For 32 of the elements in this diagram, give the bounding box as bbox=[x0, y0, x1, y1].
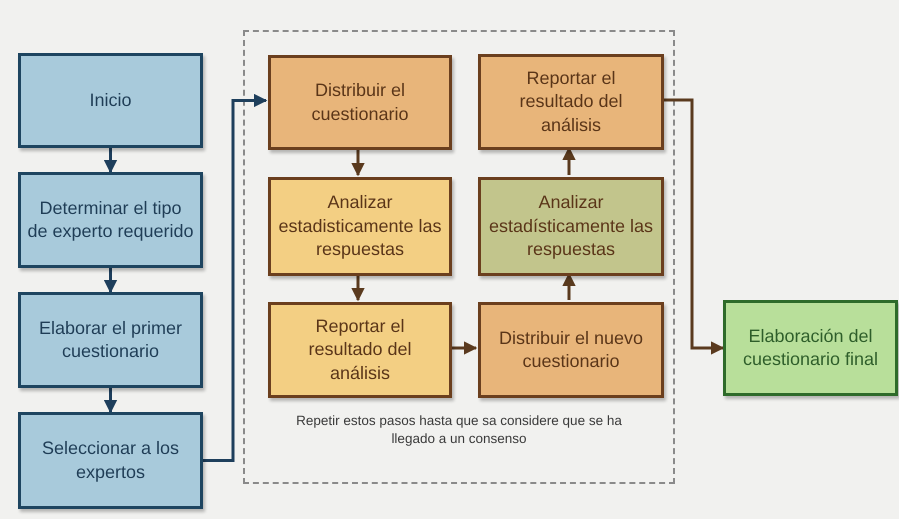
dashed-loop-frame bbox=[243, 30, 675, 484]
process-box bbox=[268, 302, 452, 398]
step-label: Reportar el resultado del análisis bbox=[518, 66, 624, 137]
arrow bbox=[104, 388, 118, 414]
step-label: Distribuir el nuevo cuestionario bbox=[498, 326, 644, 373]
arrow bbox=[351, 148, 365, 176]
arrow bbox=[351, 274, 365, 302]
process-box bbox=[723, 300, 898, 396]
arrow bbox=[104, 148, 118, 174]
process-box bbox=[268, 177, 452, 276]
step-label: Inicio bbox=[88, 88, 133, 112]
step-label: Distribuir el cuestionario bbox=[310, 79, 410, 126]
arrow bbox=[662, 98, 724, 355]
arrow bbox=[203, 94, 268, 462]
step-label: Determinar el tipo de experto requerido bbox=[26, 196, 195, 243]
step-label: Elaborar el primer cuestionario bbox=[38, 316, 184, 363]
step-label: Reportar el resultado del análisis bbox=[307, 314, 413, 385]
arrow bbox=[104, 268, 118, 294]
process-box bbox=[478, 54, 664, 150]
process-box bbox=[18, 172, 203, 268]
note-text: Repetir estos pasos hasta que sa considere que se ha llegado a un consenso bbox=[295, 412, 623, 448]
arrow bbox=[450, 341, 478, 355]
step-label: Analizar estadisticamente las respuestas bbox=[277, 191, 443, 262]
step-label: Elaboración del cuestionario final bbox=[742, 324, 880, 371]
step-label: Analizar estadísticamente las respuestas bbox=[488, 191, 654, 262]
process-box bbox=[478, 177, 664, 276]
process-box bbox=[478, 302, 664, 398]
process-box bbox=[18, 292, 203, 388]
process-box bbox=[18, 53, 203, 148]
step-label: Seleccionar a los expertos bbox=[40, 437, 180, 484]
process-box bbox=[268, 55, 452, 150]
process-box bbox=[18, 412, 203, 509]
